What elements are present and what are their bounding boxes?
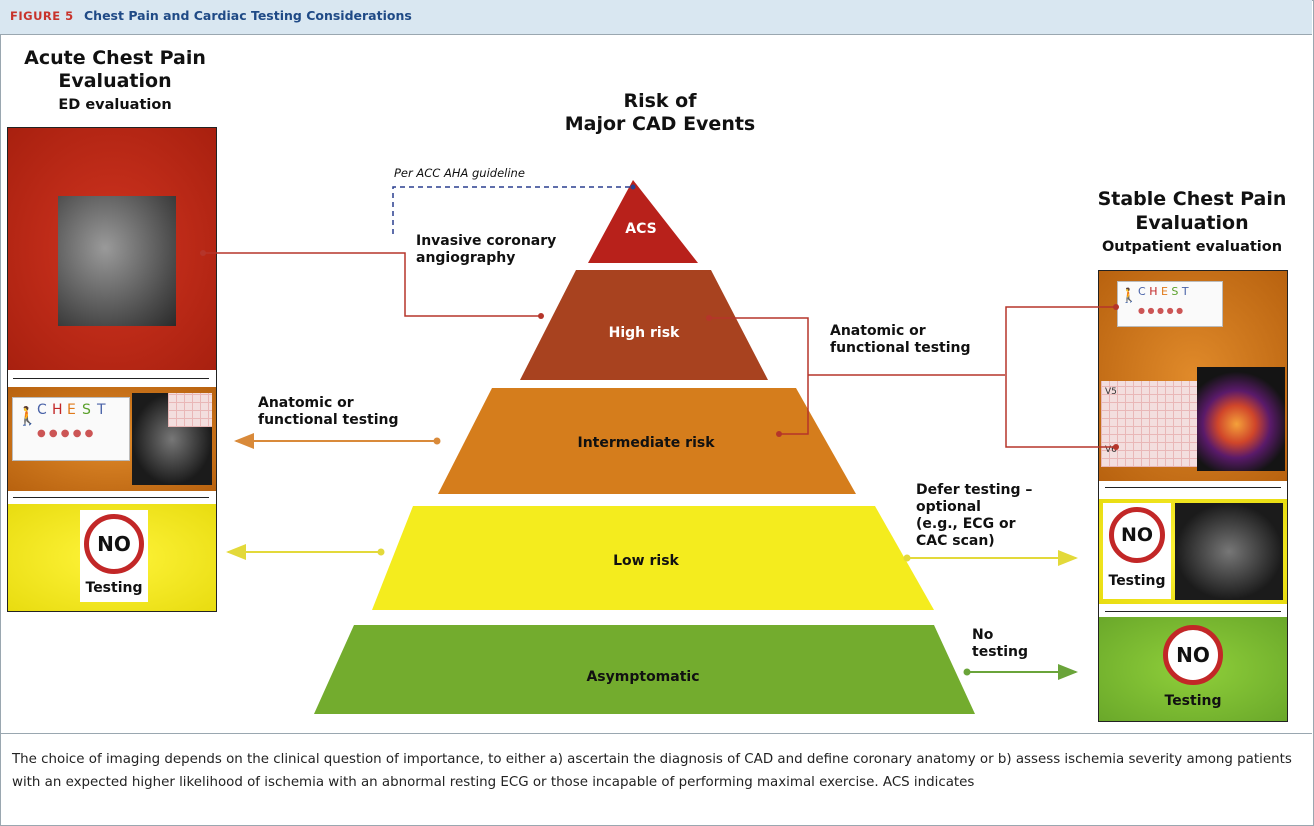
no-testing-dot xyxy=(963,668,971,676)
left-title-line1: Acute Chest Pain xyxy=(24,47,206,69)
center-title-line1: Risk of xyxy=(623,90,697,112)
right-no-label: NO xyxy=(1120,524,1154,546)
anatomic-right-connector xyxy=(709,317,809,435)
anatomic-left-label-line1: Anatomic or xyxy=(258,395,354,411)
chest-letter-s: S xyxy=(82,402,91,418)
anatomic-right-label-line1: Anatomic or xyxy=(830,323,926,339)
right-no-testing-sign: NO Testing xyxy=(1103,503,1171,599)
right-yellow-section: NO Testing xyxy=(1099,499,1287,604)
tier-intermediate-risk xyxy=(438,388,856,494)
no-sign-icon: NO xyxy=(84,514,144,574)
ecg-lead-v5: V5 xyxy=(1105,387,1117,397)
right-divider-1 xyxy=(1105,487,1281,488)
tier-acs xyxy=(588,180,698,263)
person-icon: 🚶 xyxy=(16,406,39,427)
right-chest-thumbnail: 🚶 C H E S T ● ● ● ● ● xyxy=(1117,281,1223,327)
left-title-line2: Evaluation xyxy=(58,70,172,92)
right-no-testing-sign-2: NO Testing xyxy=(1157,623,1229,715)
invasive-label-line2: angiography xyxy=(416,250,516,266)
right-testing-label: Testing xyxy=(1108,573,1166,589)
left-no-testing-sign: NO Testing xyxy=(80,510,148,602)
right-orange-section: 🚶 C H E S T ● ● ● ● ● V5 V6 xyxy=(1099,271,1287,481)
no-testing-label-line1: No xyxy=(972,627,994,643)
ecg-strip-right: V5 V6 xyxy=(1101,381,1211,467)
guideline-dashed-line xyxy=(392,186,633,234)
anatomic-left-dot xyxy=(433,437,441,445)
tier-label-asymptomatic: Asymptomatic xyxy=(586,669,699,685)
caption-divider xyxy=(0,733,1312,734)
chest-letter-h: H xyxy=(52,402,63,418)
chest-letter-t: T xyxy=(97,402,106,418)
left-panel: 🚶 C H E S T ● ● ● ● ● NO Testing xyxy=(7,127,217,612)
figure-label: FIGURE 5 xyxy=(10,9,74,23)
right-chest-letters: C H E S T xyxy=(1138,285,1189,298)
left-divider-2 xyxy=(13,497,209,498)
invasive-connector xyxy=(203,252,541,317)
anatomic-dot-inter xyxy=(776,431,782,437)
figure-header: FIGURE 5 Chest Pain and Cardiac Testing … xyxy=(0,0,1312,35)
anatomic-dot-panel-top xyxy=(1113,304,1119,310)
defer-label-line4: CAC scan) xyxy=(916,533,995,549)
anatomic-right-bracket xyxy=(1005,306,1116,448)
guideline-dot xyxy=(630,184,636,190)
right-no-sign-icon-2: NO xyxy=(1163,625,1223,685)
defer-label-line2: optional xyxy=(916,499,981,515)
right-divider-2 xyxy=(1105,611,1281,612)
angiography-image xyxy=(58,196,176,326)
right-panel: 🚶 C H E S T ● ● ● ● ● V5 V6 NO Testing xyxy=(1098,270,1288,722)
ecg-strip-left xyxy=(168,393,212,427)
figure-title: Chest Pain and Cardiac Testing Considera… xyxy=(84,8,412,23)
no-testing-label-line2: testing xyxy=(972,644,1028,660)
left-red-section xyxy=(8,128,216,370)
invasive-dot-right xyxy=(538,313,544,319)
chest-chart-thumbnail: 🚶 C H E S T ● ● ● ● ● xyxy=(12,397,130,461)
tier-asymptomatic xyxy=(314,625,975,714)
anatomic-dot-panel-bottom xyxy=(1113,444,1119,450)
chest-letter-c: C xyxy=(37,402,47,418)
right-title-line2: Evaluation xyxy=(1135,212,1249,234)
right-title-line1: Stable Chest Pain xyxy=(1097,188,1287,210)
ecg-lead-v6: V6 xyxy=(1105,445,1117,455)
left-yellow-section: NO Testing xyxy=(8,504,216,611)
anatomic-dot-high xyxy=(706,315,712,321)
tier-label-intermediate-risk: Intermediate risk xyxy=(577,435,715,451)
right-no-label-2: NO xyxy=(1176,643,1210,667)
center-title-line2: Major CAD Events xyxy=(564,113,756,135)
tier-label-high-risk: High risk xyxy=(609,325,680,341)
ct-scan-image xyxy=(1175,503,1283,600)
chest-dots-icon: ● ● ● ● ● xyxy=(37,428,94,439)
defer-label-line3: (e.g., ECG or xyxy=(916,516,1016,532)
left-orange-section: 🚶 C H E S T ● ● ● ● ● xyxy=(8,387,216,491)
right-green-section: NO Testing xyxy=(1099,617,1287,721)
left-divider-1 xyxy=(13,378,209,379)
right-testing-label-2: Testing xyxy=(1164,693,1222,709)
defer-dot xyxy=(903,554,911,562)
right-no-sign-icon: NO xyxy=(1109,507,1165,563)
invasive-dot-left xyxy=(200,250,206,256)
left-no-label: NO xyxy=(97,532,131,556)
tier-low-risk xyxy=(372,506,934,610)
anatomic-right-label-line2: functional testing xyxy=(830,340,971,356)
right-chest-dots-icon: ● ● ● ● ● xyxy=(1138,306,1184,315)
left-testing-label: Testing xyxy=(85,580,143,596)
right-person-icon: 🚶 xyxy=(1120,288,1138,304)
tier-label-acs: ACS xyxy=(625,221,656,237)
right-subtitle: Outpatient evaluation xyxy=(1101,239,1283,255)
low-risk-left-dot xyxy=(377,548,385,556)
figure-caption: The choice of imaging depends on the cli… xyxy=(12,752,1292,790)
guideline-note: Per ACC AHA guideline xyxy=(394,166,525,180)
anatomic-left-label-line2: functional testing xyxy=(258,412,399,428)
left-subtitle: ED evaluation xyxy=(58,97,172,113)
invasive-label-line1: Invasive coronary xyxy=(416,233,557,249)
chest-letter-e: E xyxy=(67,402,76,418)
spect-image xyxy=(1197,367,1285,471)
tier-high-risk xyxy=(520,270,768,380)
tier-label-low-risk: Low risk xyxy=(613,553,679,569)
defer-label-line1: Defer testing – xyxy=(916,482,1033,498)
